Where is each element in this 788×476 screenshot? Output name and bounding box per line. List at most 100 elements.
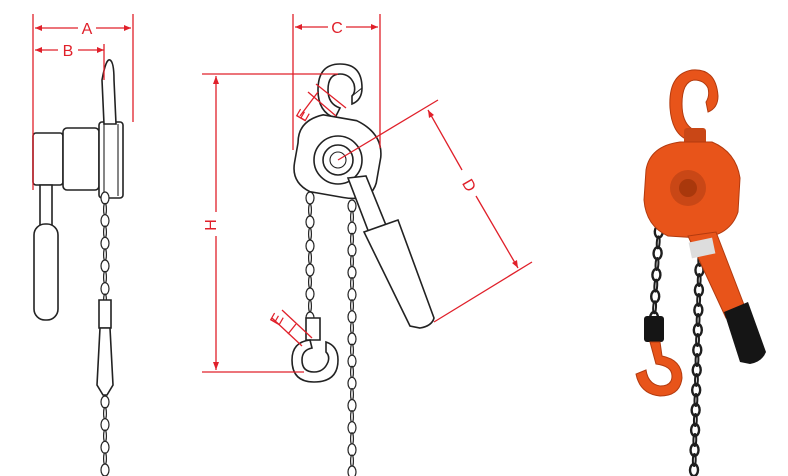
- side-view-bottom-hook: [96, 327, 114, 396]
- chain-link: [350, 365, 355, 379]
- chain-link: [350, 299, 355, 313]
- chain-link: [695, 313, 701, 327]
- chain-link: [100, 418, 110, 432]
- chain-link: [696, 293, 702, 307]
- chain-link: [347, 376, 357, 390]
- dimension-e-bottom-label: E: [268, 311, 288, 329]
- chain-link: [102, 225, 107, 239]
- chain-link: [308, 275, 313, 289]
- chain-link: [308, 299, 313, 313]
- dimension-c-label: C: [331, 20, 343, 37]
- chain-link: [347, 221, 357, 235]
- chain-link: [693, 282, 705, 298]
- chain-link: [693, 302, 704, 318]
- chain-link: [350, 276, 355, 291]
- chain-link: [689, 442, 700, 458]
- photo-chain-right: [688, 242, 706, 476]
- dimension-b-label: B: [63, 43, 74, 60]
- chain-link: [305, 263, 315, 277]
- chain-link: [347, 443, 357, 457]
- chain-link: [691, 362, 702, 378]
- chain-link: [689, 422, 701, 438]
- chain-link: [100, 282, 110, 296]
- chain-link: [350, 387, 355, 402]
- chain-link: [102, 270, 107, 284]
- chain-link: [692, 342, 703, 358]
- chain-link: [350, 254, 355, 269]
- side-view-body: [62, 127, 100, 191]
- dimension-h-label: H: [203, 219, 220, 231]
- side-view-lever-grip: [33, 223, 59, 321]
- chain-link: [695, 333, 700, 347]
- photo-lever-grip: [724, 302, 766, 364]
- front-view-chain-right: [347, 199, 357, 476]
- front-view-lever-grip: [362, 218, 435, 329]
- chain-link: [691, 453, 697, 467]
- front-view-chain-left: [305, 191, 315, 325]
- chain-link: [350, 454, 355, 468]
- chain-link: [308, 251, 313, 265]
- side-view-side-plate: [98, 121, 124, 199]
- chain-link: [100, 214, 110, 228]
- chain-link: [347, 243, 357, 257]
- front-view-bottom-hook: [291, 339, 339, 383]
- chain-link: [100, 259, 110, 273]
- chain-link: [305, 191, 315, 205]
- chain-link: [100, 440, 110, 454]
- front-view: [291, 63, 435, 476]
- dimension-a: A: [32, 14, 134, 190]
- chain-link: [692, 433, 698, 447]
- chain-link: [696, 273, 702, 287]
- chain-link: [308, 203, 313, 217]
- side-view-lever-arm: [39, 184, 53, 229]
- chain-link: [694, 373, 699, 387]
- chain-link: [102, 202, 107, 216]
- chain-link: [690, 382, 702, 398]
- chain-link: [305, 239, 315, 253]
- chain-link: [692, 413, 698, 427]
- chain-link: [100, 191, 110, 205]
- side-view-hook-shank: [98, 299, 112, 329]
- chain-link: [347, 332, 357, 346]
- chain-link: [350, 232, 355, 246]
- chain-link: [347, 398, 357, 413]
- side-view-gear-cover: [32, 132, 64, 186]
- chain-link: [690, 402, 701, 418]
- photo-hook-sleeve: [644, 316, 664, 342]
- chain-link: [693, 393, 699, 407]
- chain-link: [350, 432, 355, 446]
- chain-link: [347, 354, 357, 368]
- chain-link: [350, 210, 355, 224]
- chain-link: [102, 248, 107, 262]
- chain-link: [102, 452, 107, 466]
- chain-link: [100, 395, 110, 409]
- chain-link: [694, 353, 700, 367]
- dimension-b: B: [35, 43, 105, 80]
- chain-link: [100, 463, 110, 476]
- chain-link: [308, 227, 313, 241]
- dimension-d-label: D: [458, 176, 479, 195]
- chain-link: [347, 265, 357, 280]
- chain-link: [305, 215, 315, 229]
- dimension-c: C: [292, 14, 381, 150]
- chain-link: [102, 429, 107, 443]
- chain-link: [305, 287, 315, 301]
- dimension-h: H: [202, 73, 338, 373]
- photo-label-plate: [688, 237, 716, 259]
- chain-link: [347, 288, 357, 302]
- side-view: [32, 59, 124, 476]
- chain-link: [350, 321, 355, 335]
- chain-link: [347, 421, 357, 435]
- chain-link: [350, 343, 355, 357]
- chain-link: [102, 406, 107, 420]
- photo-bottom-hook: [635, 341, 683, 397]
- chain-link: [100, 236, 110, 250]
- chain-link: [347, 199, 357, 213]
- chain-link: [347, 310, 357, 324]
- front-view-hook-shank: [305, 317, 321, 341]
- chain-link: [692, 322, 704, 338]
- dimension-a-label: A: [82, 21, 93, 38]
- product-photo: [635, 69, 766, 476]
- photo-top-hook: [669, 69, 719, 141]
